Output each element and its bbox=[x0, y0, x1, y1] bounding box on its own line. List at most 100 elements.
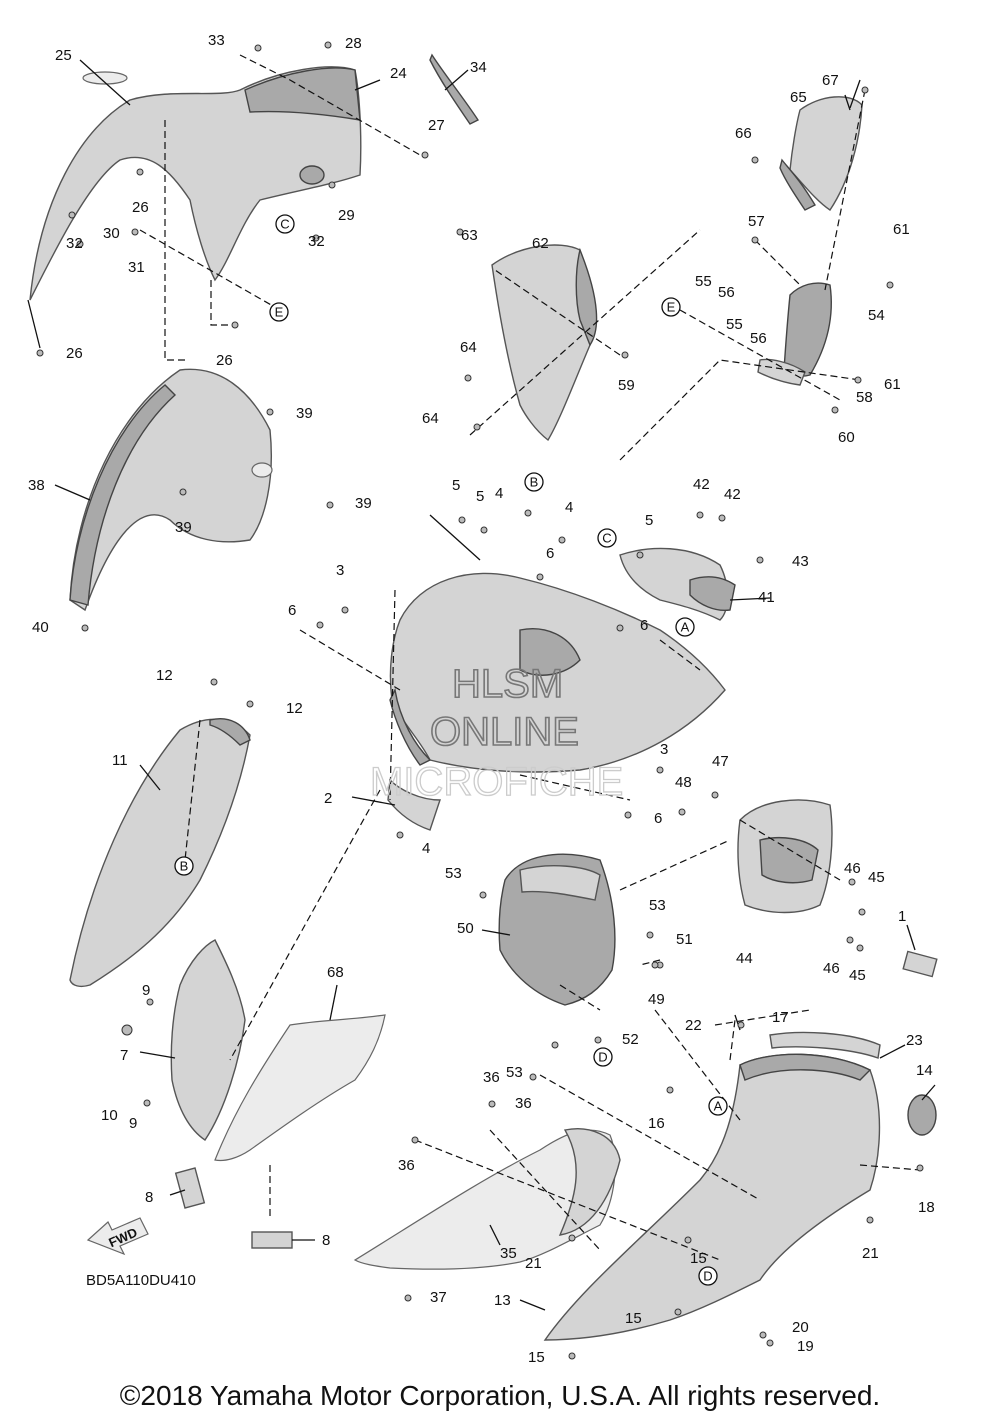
part-callout-46: 46 bbox=[823, 960, 840, 977]
part-callout-26: 26 bbox=[66, 345, 83, 362]
reference-letter: D bbox=[703, 1269, 712, 1284]
lower-fairing-part bbox=[543, 950, 938, 1341]
reference-markers: C E E B C A B A D D bbox=[174, 214, 728, 1286]
dashed-leaders bbox=[139, 54, 921, 1261]
part-callout-48: 48 bbox=[675, 774, 692, 791]
part-callout-44: 44 bbox=[736, 950, 753, 967]
part-callout-13: 13 bbox=[494, 1292, 511, 1309]
reference-circle bbox=[698, 1266, 718, 1286]
part-callout-6: 6 bbox=[288, 602, 296, 619]
side-cowl-part bbox=[170, 939, 386, 1162]
part-callout-26: 26 bbox=[132, 199, 149, 216]
part-callout-21: 21 bbox=[525, 1255, 542, 1272]
part-callout-18: 18 bbox=[918, 1199, 935, 1216]
part-callout-12: 12 bbox=[286, 700, 303, 717]
part-callout-33: 33 bbox=[208, 32, 225, 49]
part-callout-11: 11 bbox=[112, 752, 128, 769]
part-callout-56: 56 bbox=[718, 284, 735, 301]
part-callout-57: 57 bbox=[748, 213, 765, 230]
part-callout-63: 63 bbox=[461, 227, 478, 244]
part-callout-9: 9 bbox=[142, 982, 150, 999]
inner-panel-part bbox=[491, 244, 598, 442]
part-callout-7: 7 bbox=[120, 1047, 128, 1064]
part-callout-68: 68 bbox=[327, 964, 344, 981]
part-callout-53: 53 bbox=[506, 1064, 523, 1081]
reference-letter: B bbox=[180, 859, 189, 874]
side-scoop-part bbox=[69, 368, 273, 612]
part-callout-51: 51 bbox=[676, 931, 693, 948]
watermark-line-1: HLSM bbox=[452, 662, 563, 706]
part-callout-40: 40 bbox=[32, 619, 49, 636]
part-callout-20: 20 bbox=[792, 1319, 809, 1336]
part-callout-36: 36 bbox=[398, 1157, 415, 1174]
reference-marker-a: A bbox=[708, 1096, 728, 1116]
reference-marker-c: C bbox=[597, 528, 617, 548]
part-callout-21: 21 bbox=[862, 1245, 879, 1262]
small-cover-part bbox=[619, 547, 736, 621]
part-callout-30: 30 bbox=[103, 225, 120, 242]
solid-leaders bbox=[27, 59, 936, 1311]
part-callout-14: 14 bbox=[916, 1062, 933, 1079]
part-callout-3: 3 bbox=[336, 562, 344, 579]
fwd-arrow: FWD bbox=[86, 1217, 149, 1256]
part-callout-10: 10 bbox=[101, 1107, 118, 1124]
copyright-notice: ©2018 Yamaha Motor Corporation, U.S.A. A… bbox=[119, 1380, 881, 1411]
part-callout-39: 39 bbox=[175, 519, 192, 536]
part-callout-56: 56 bbox=[750, 330, 767, 347]
reference-marker-c: C bbox=[275, 214, 295, 234]
part-callout-6: 6 bbox=[654, 810, 662, 827]
part-callout-38: 38 bbox=[28, 477, 45, 494]
part-callout-42: 42 bbox=[724, 486, 741, 503]
part-callout-46: 46 bbox=[844, 860, 861, 877]
part-callout-64: 64 bbox=[422, 410, 439, 427]
lower-side-panel-part bbox=[353, 1128, 621, 1270]
part-callout-8: 8 bbox=[145, 1189, 153, 1206]
part-callout-15: 15 bbox=[625, 1310, 642, 1327]
part-callout-4: 4 bbox=[565, 499, 573, 516]
side-panel-part bbox=[69, 718, 251, 988]
part-callout-41: 41 bbox=[758, 589, 775, 606]
reference-marker-b: B bbox=[524, 472, 544, 492]
reference-letter: C bbox=[602, 531, 611, 546]
reference-marker-d: D bbox=[698, 1266, 718, 1286]
part-callout-61: 61 bbox=[884, 376, 901, 393]
part-callout-2: 2 bbox=[324, 790, 332, 807]
small-parts bbox=[121, 1024, 293, 1249]
reference-circle bbox=[269, 302, 289, 322]
reference-circle bbox=[661, 297, 681, 317]
part-callout-39: 39 bbox=[355, 495, 372, 512]
part-callout-53: 53 bbox=[445, 865, 462, 882]
reference-marker-e: E bbox=[269, 302, 289, 322]
part-callout-55: 55 bbox=[726, 316, 743, 333]
reference-circle bbox=[524, 472, 544, 492]
part-callout-32: 32 bbox=[308, 233, 325, 250]
part-callout-17: 17 bbox=[772, 1009, 789, 1026]
part-callout-25: 25 bbox=[55, 47, 72, 64]
part-callout-60: 60 bbox=[838, 429, 855, 446]
reference-marker-d: D bbox=[593, 1047, 613, 1067]
reference-marker-a: A bbox=[675, 617, 695, 637]
reference-letter: E bbox=[667, 300, 676, 315]
part-callout-65: 65 bbox=[790, 89, 807, 106]
part-callout-15: 15 bbox=[690, 1250, 707, 1267]
part-callout-34: 34 bbox=[470, 59, 487, 76]
watermark-line-2: ONLINE bbox=[430, 710, 579, 754]
part-callout-59: 59 bbox=[618, 377, 635, 394]
part-callout-5: 5 bbox=[645, 512, 653, 529]
part-callout-43: 43 bbox=[792, 553, 809, 570]
reference-marker-b: B bbox=[174, 856, 194, 876]
reference-circle bbox=[174, 856, 194, 876]
reference-letter: A bbox=[714, 1099, 723, 1114]
part-callout-12: 12 bbox=[156, 667, 173, 684]
part-callout-55: 55 bbox=[695, 273, 712, 290]
part-callout-39: 39 bbox=[296, 405, 313, 422]
diagram-code: BD5A110DU410 bbox=[86, 1272, 196, 1289]
part-callout-52: 52 bbox=[622, 1031, 639, 1048]
reference-circle bbox=[593, 1047, 613, 1067]
part-callout-36: 36 bbox=[515, 1095, 532, 1112]
watermark: HLSM ONLINE MICROFICHE bbox=[369, 661, 624, 804]
part-callout-50: 50 bbox=[457, 920, 474, 937]
part-callout-9: 9 bbox=[129, 1115, 137, 1132]
part-callout-8: 8 bbox=[322, 1232, 330, 1249]
